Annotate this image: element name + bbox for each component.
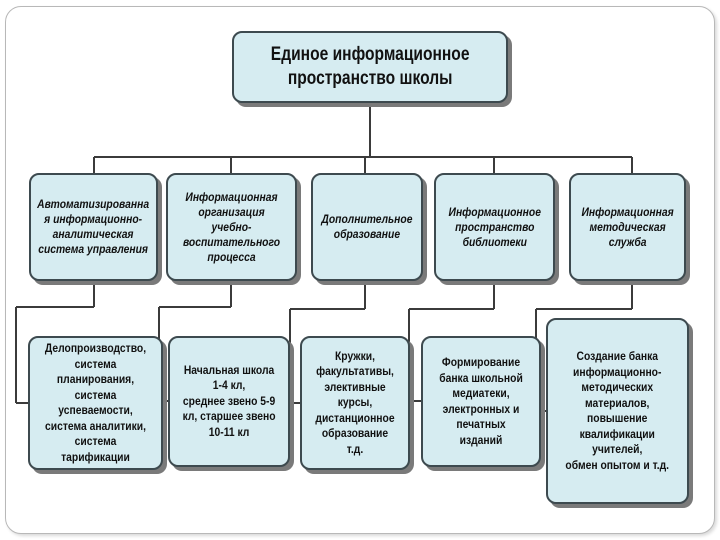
branch-node-label: Информационная организация учебно- воспи…: [182, 189, 281, 264]
detail-node-methodical-service: Создание банка информационно- методическ…: [546, 318, 689, 504]
branch-node-methodical-service: Информационная методическая служба: [569, 173, 686, 281]
detail-node-library: Формирование банка школьной медиатеки, э…: [421, 336, 541, 467]
branch-node-automation: Автоматизированна я информационно- анали…: [29, 173, 158, 281]
detail-node-text: Делопроизводство, система планирования, …: [44, 341, 147, 464]
detail-node-extra-education: Кружки, факультативы, элективные курсы, …: [300, 336, 410, 470]
detail-node-automation: Делопроизводство, система планирования, …: [28, 336, 163, 470]
root-node: Единое информационное пространство школы: [232, 31, 508, 103]
branch-node-label: Информационное пространство библиотеки: [448, 204, 541, 249]
branch-node-label: Дополнительное образование: [321, 212, 413, 241]
branch-node-extra-education: Дополнительное образование: [311, 173, 423, 281]
detail-node-text: Кружки, факультативы, элективные курсы, …: [315, 348, 395, 456]
branch-node-label: Информационная методическая служба: [581, 204, 674, 249]
detail-node-text: Создание банка информационно- методическ…: [565, 349, 670, 472]
detail-node-learning-process: Начальная школа 1-4 кл, среднее звено 5-…: [168, 336, 290, 467]
branch-node-learning-process: Информационная организация учебно- воспи…: [166, 173, 297, 281]
detail-node-text: Формирование банка школьной медиатеки, э…: [439, 355, 523, 447]
branch-node-label: Автоматизированна я информационно- анали…: [37, 197, 150, 256]
root-node-label: Единое информационное пространство школы: [270, 44, 470, 89]
branch-node-library: Информационное пространство библиотеки: [434, 173, 555, 281]
detail-node-text: Начальная школа 1-4 кл, среднее звено 5-…: [182, 362, 276, 439]
